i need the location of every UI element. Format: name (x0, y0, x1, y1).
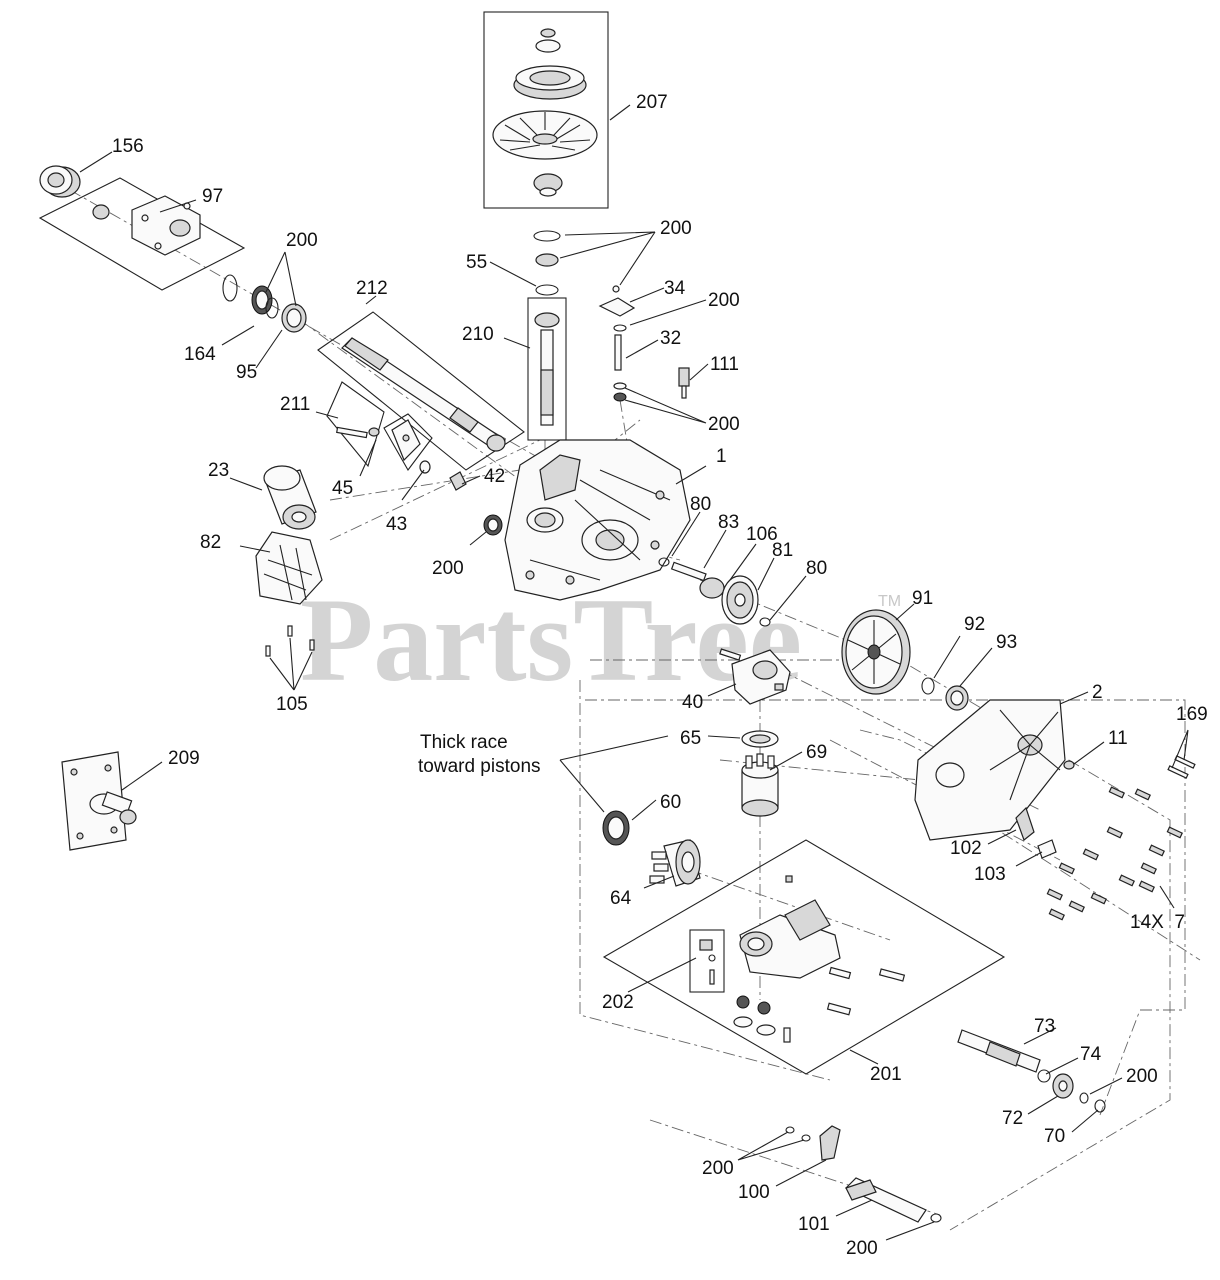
seal-bearing-set (222, 274, 307, 333)
hub-kit-box (38, 177, 246, 291)
note-line-1: Thick race (420, 732, 508, 753)
guard-106 (255, 531, 323, 657)
label-69: 69 (806, 742, 827, 763)
retaining-rings-55 (533, 230, 561, 296)
label-93: 93 (996, 632, 1017, 653)
note-line-2: toward pistons (418, 756, 541, 777)
input-shaft-box (527, 297, 567, 441)
label-91: 91 (912, 588, 933, 609)
label-70: 70 (1044, 1126, 1065, 1147)
label-106: 82 (200, 532, 221, 553)
control-arm-102 (1015, 806, 1057, 859)
axle-shaft-box (317, 311, 525, 471)
bracket-kit-box (326, 381, 467, 491)
label-164: 164 (184, 344, 216, 365)
label-105: 105 (276, 694, 308, 715)
label-32: 32 (660, 328, 681, 349)
bypass-lever-rod (598, 285, 636, 402)
fan-blade-icon (492, 110, 598, 160)
label-23: 23 (208, 460, 229, 481)
label-92: 92 (964, 614, 985, 635)
label-200: 200 (660, 218, 692, 239)
label-212: 212 (356, 278, 388, 299)
label-200: 200 (708, 414, 740, 435)
label-74: 74 (1080, 1044, 1102, 1065)
label-200: 200 (846, 1238, 878, 1259)
reduction-gears (658, 557, 969, 711)
label-60: 60 (660, 792, 681, 813)
label-202: 202 (602, 992, 634, 1013)
main-housing (504, 439, 691, 601)
label-2: 2 (1092, 682, 1103, 703)
label-101: 101 (798, 1214, 830, 1235)
label-34: 34 (664, 278, 686, 299)
label-40: 40 (682, 692, 703, 713)
label-200: 200 (702, 1158, 734, 1179)
label-65: 65 (680, 728, 701, 749)
control-shaft-101 (785, 1125, 942, 1223)
label-64: 64 (610, 888, 632, 909)
output-shaft-73 (957, 1029, 1106, 1113)
sensor-111 (678, 367, 690, 399)
label-200: 200 (286, 230, 318, 251)
label-200: 200 (432, 558, 464, 579)
label-73: 73 (1034, 1016, 1055, 1037)
label-55: 55 (466, 252, 487, 273)
pump-block-assembly (602, 810, 701, 887)
label-82: 106 (746, 524, 778, 545)
label-201: 201 (870, 1064, 902, 1085)
label-156: 156 (112, 136, 144, 157)
label-1: 1 (716, 446, 727, 467)
label-43: 43 (386, 514, 407, 535)
label-210: 210 (462, 324, 494, 345)
label-169: 169 (1176, 704, 1208, 725)
filter-23 (263, 465, 317, 530)
label-102: 102 (950, 838, 982, 859)
watermark-tm: TM (878, 593, 901, 610)
label-83: 83 (718, 512, 739, 533)
label-100: 100 (738, 1182, 770, 1203)
mount-bracket-209 (61, 751, 137, 851)
fan-pulley-kit-box (483, 11, 609, 209)
bolt-set (1046, 755, 1196, 921)
charge-pump-kit-box (602, 839, 1006, 1075)
label-72: 72 (1002, 1108, 1023, 1129)
relief-valve-box (689, 929, 725, 993)
leader-lines (79, 104, 1189, 1241)
bearing-156 (39, 165, 81, 198)
label-14x7: 14X 7 (1130, 912, 1185, 933)
label-200: 200 (1126, 1066, 1158, 1087)
assembly-note: Thick race toward pistons (418, 732, 541, 777)
label-81: 81 (772, 540, 793, 561)
label-200: 200 (708, 290, 740, 311)
seal-200 (483, 514, 503, 536)
label-80: 80 (690, 494, 711, 515)
label-11: 11 (1108, 728, 1128, 749)
label-209: 209 (168, 748, 200, 769)
label-95: 95 (236, 362, 257, 383)
thrust-race-and-motor (741, 730, 779, 817)
label-207: 207 (636, 92, 668, 113)
label-80: 80 (806, 558, 827, 579)
side-cover-2 (914, 699, 1075, 841)
label-103: 103 (974, 864, 1006, 885)
label-45: 45 (332, 478, 353, 499)
label-97: 97 (202, 186, 223, 207)
label-42: 42 (484, 466, 505, 487)
part-number-labels: 207 156 97 200 200 55 34 200 212 210 32 … (112, 92, 1208, 1259)
label-111: 111 (710, 354, 739, 375)
label-211: 211 (280, 394, 310, 415)
center-section-40 (719, 648, 791, 705)
